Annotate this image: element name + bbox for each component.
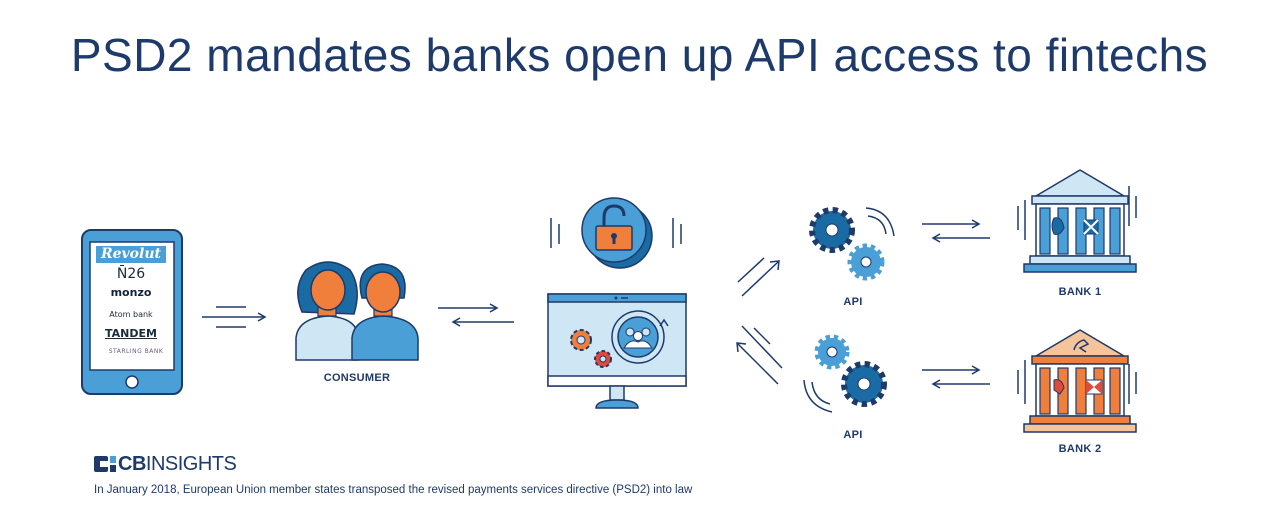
- bank2-building-icon: [1017, 329, 1137, 433]
- bank2-label: BANK 2: [1058, 443, 1102, 455]
- monzo-logo: monzo: [110, 286, 152, 299]
- tandem-logo: TANDEM: [105, 327, 157, 340]
- page-title: PSD2 mandates banks open up API access t…: [70, 29, 1209, 81]
- consumer-label: CONSUMER: [323, 372, 391, 384]
- api-label-bottom: API: [843, 429, 863, 441]
- api-label-top: API: [843, 296, 863, 308]
- phone-illustration: [81, 229, 183, 395]
- starling-bank-logo: STARLING BANK: [108, 348, 164, 355]
- bank1-label: BANK 1: [1058, 286, 1102, 298]
- exchange-arrows-icon: [438, 303, 514, 327]
- arrow-up-to-api-icon: [737, 257, 780, 297]
- api-bank1-arrows-icon: [922, 219, 990, 243]
- atom-bank-logo: Atom bank: [109, 310, 153, 319]
- brand-bold: CB: [118, 453, 146, 475]
- api-bank2-arrows-icon: [922, 365, 990, 389]
- consumer-people-icon: [295, 261, 419, 361]
- api-gears-bottom-icon: [803, 334, 887, 413]
- computer-monitor-icon: [547, 293, 687, 409]
- cbinsights-logo: CBINSIGHTS: [94, 453, 237, 476]
- arrow-down-from-api-icon: [736, 325, 783, 385]
- api-gears-top-icon: [809, 207, 895, 281]
- bank1-building-icon: [1017, 169, 1137, 273]
- n26-logo: N̄26: [116, 266, 146, 282]
- sync-arrows-icon: [202, 306, 267, 328]
- revolut-logo: Revolut: [96, 246, 166, 263]
- caption: In January 2018, European Union member s…: [94, 484, 693, 496]
- brand-light: INSIGHTS: [145, 453, 237, 475]
- cbinsights-logo-icon: [94, 456, 116, 472]
- lock-icon: [550, 197, 682, 269]
- fintech-logo-list: Revolut N̄26 monzo Atom bank TANDEM STAR…: [92, 246, 170, 357]
